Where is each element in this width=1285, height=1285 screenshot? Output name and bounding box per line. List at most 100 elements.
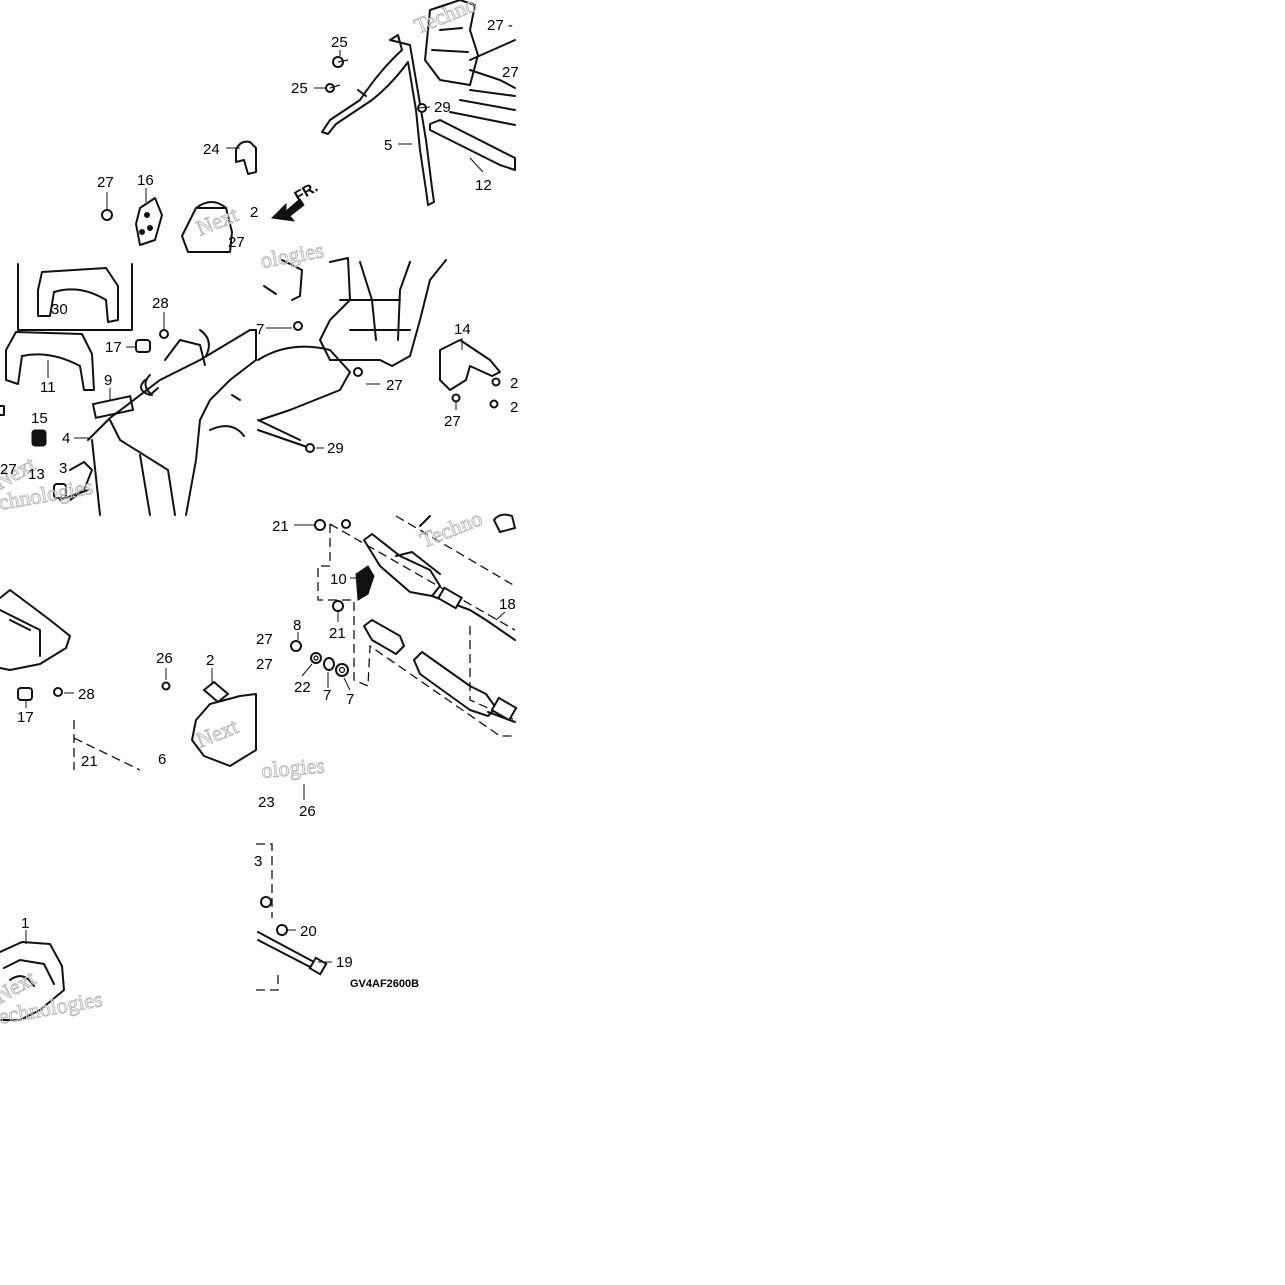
callout: 15: [31, 410, 48, 427]
callout: 27 -: [487, 17, 513, 34]
bolt-27c: [353, 367, 363, 377]
callout: 21: [81, 753, 98, 770]
under-cover-1: [0, 941, 65, 1021]
head-pipe: [181, 201, 233, 253]
callout: 21: [272, 518, 289, 535]
callout: 7: [323, 687, 331, 704]
callout: 27: [0, 461, 17, 478]
tile-cross-pipes: [290, 513, 518, 737]
watermark: ologies: [260, 753, 325, 783]
callout: 29: [327, 440, 344, 457]
callout: 3: [59, 460, 67, 477]
tile-rear-stay: [321, 0, 516, 206]
rear-frame-upper: [424, 0, 479, 86]
tile-skid-plate: [0, 589, 257, 771]
callout: 23: [258, 794, 275, 811]
cover-30: [37, 267, 119, 323]
front-direction-arrow: FR.: [270, 179, 321, 222]
front-direction-label: FR.: [292, 179, 321, 206]
rubber-15: [31, 429, 47, 447]
bracket-plate: [191, 693, 257, 767]
callout: 20: [300, 923, 317, 940]
callout: 30: [51, 301, 68, 318]
cross-pipe-lower: [363, 619, 497, 717]
callout: 28: [152, 295, 169, 312]
callout: 27: [256, 656, 273, 673]
bolt-25a: [332, 56, 349, 68]
callout: 26: [156, 650, 173, 667]
nut-3: [260, 896, 272, 908]
bracket-14: [439, 339, 501, 391]
callout: 10: [330, 571, 347, 588]
callout: 29: [434, 99, 451, 116]
tile-head-pipe: [101, 140, 257, 253]
main-frame: [87, 329, 257, 516]
gusset-plate: [135, 197, 163, 246]
callout: 24: [203, 141, 220, 158]
watermark: Next: [193, 713, 242, 752]
watermark: Techno: [411, 0, 480, 39]
callout: 9: [104, 372, 112, 389]
bolt-27b: [293, 321, 303, 331]
callout: 27: [97, 174, 114, 191]
callout: 13: [28, 466, 45, 483]
inset-box: [17, 263, 133, 331]
watermark: ologies: [259, 237, 326, 273]
callout: 27: [502, 64, 519, 81]
callout: 1: [21, 915, 29, 932]
washer-7a: [323, 657, 335, 671]
bolt-25b: [325, 83, 341, 93]
callout: 8: [293, 617, 301, 634]
callout: 27: [444, 413, 461, 430]
hook: [140, 379, 159, 396]
callout: 27: [386, 377, 403, 394]
callout: 7: [346, 691, 354, 708]
callout: 27: [228, 234, 245, 251]
grommet-17b: [17, 687, 33, 701]
callout: 2: [510, 399, 518, 416]
callout: 21: [329, 625, 346, 642]
stay-pipe: [321, 34, 435, 206]
callout-labels: 25 25 29 5 12 27 - 27 24 27 16 2 27 30 2…: [0, 17, 519, 971]
callout: 25: [331, 34, 348, 51]
callout: 14: [454, 321, 471, 338]
callout: 16: [137, 172, 154, 189]
bolt-29b: [305, 443, 315, 453]
callout: 28: [78, 686, 95, 703]
callout: 12: [475, 177, 492, 194]
grommet-2: [202, 680, 230, 704]
bolt-8: [290, 640, 302, 652]
callout: 4: [62, 430, 70, 447]
nut-21a: [314, 519, 326, 531]
bolt-19: [257, 931, 315, 969]
leader-lines: [25, 50, 506, 963]
callout: 2: [250, 204, 258, 221]
callout: 18: [499, 596, 516, 613]
grommet-17: [135, 339, 151, 353]
crossbar: [429, 119, 516, 171]
watermark: Techno: [417, 505, 486, 552]
callout: 17: [17, 709, 34, 726]
nut-7b: [335, 663, 349, 677]
washer-22: [310, 652, 322, 664]
bolt-26: [161, 681, 171, 691]
callout: 27: [256, 631, 273, 648]
tile-under-cover: [0, 843, 328, 1021]
cover-11: [5, 331, 95, 391]
callout: 5: [384, 137, 392, 154]
callout: 2: [510, 375, 518, 392]
cross-pipe-upper: [363, 533, 441, 597]
callout: 22: [294, 679, 311, 696]
skid-frame-front: [0, 589, 71, 671]
collar-3: [53, 483, 67, 499]
bracket-24: [235, 140, 257, 175]
clamp-10: [355, 565, 375, 601]
figure-code: GV4AF2600B: [350, 978, 419, 990]
nut-21b: [332, 600, 344, 612]
bolt-27a: [101, 209, 113, 221]
bolt-28: [53, 687, 63, 697]
watermarks: Techno Next ologies chnologies Next Tech…: [0, 0, 486, 1029]
nut-20: [276, 924, 288, 936]
callout: 11: [40, 379, 56, 396]
